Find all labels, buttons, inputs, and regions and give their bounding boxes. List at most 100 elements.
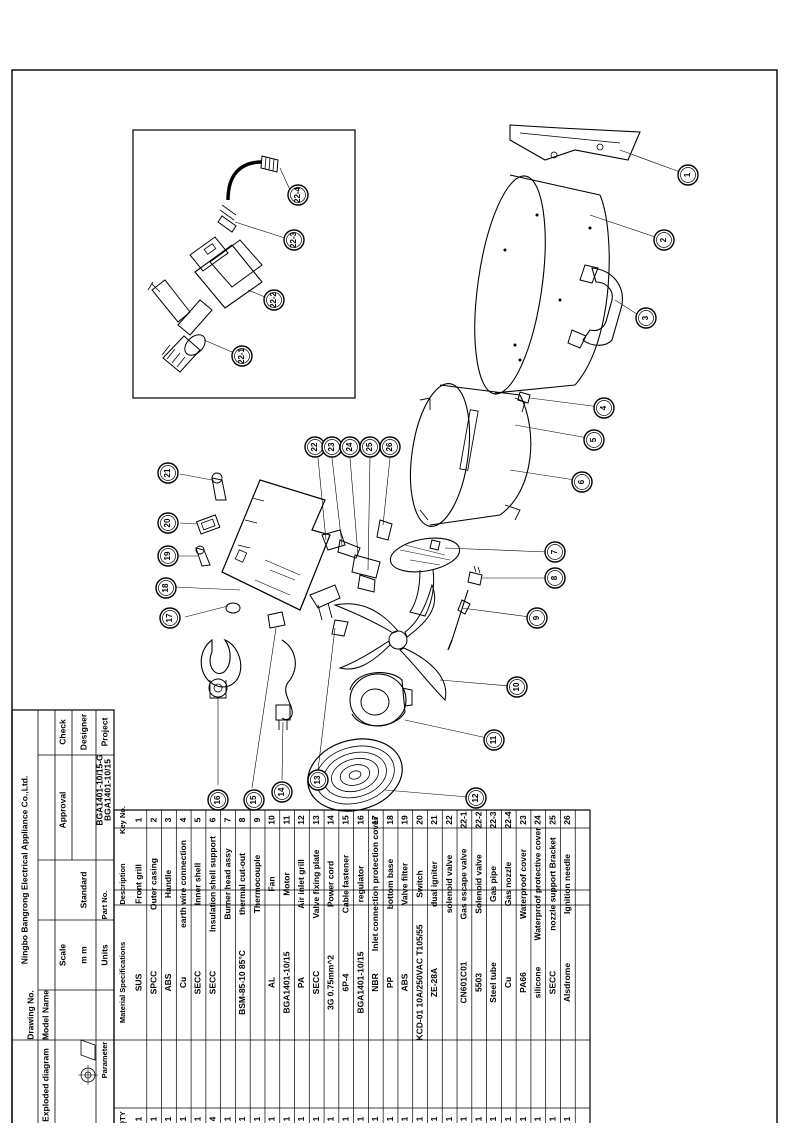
material-spec: BGA1401-10/15 [281,951,291,1013]
material-spec: SECC [547,971,557,995]
material-spec: SECC [193,971,203,995]
callout-22-4: 22-4 [287,184,309,206]
project-value: BGA1401-10/15 [102,759,112,821]
callout-4: 4 [593,397,615,419]
svg-text:13: 13 [313,775,322,784]
key-number: 22-2 [473,811,483,828]
quantity: 4 [208,1116,218,1121]
svg-text:23: 23 [327,442,336,451]
material-spec: silicone [533,966,543,998]
callout-9: 9 [526,607,548,629]
solenoid-block-drawing [189,236,263,309]
callout-17: 17 [159,607,181,629]
key-number: 26 [562,815,572,825]
callout-22-1: 22-1 [231,345,253,367]
key-number: 8 [237,817,247,822]
material-spec: AL [267,977,277,988]
regulator-drawing [200,638,242,699]
part-description: Outer casing [148,858,158,910]
material-spec: Alsdrome [562,963,572,1002]
power-cord-drawing [275,639,296,730]
key-number: 5 [193,817,203,822]
header-description: Description [118,863,127,905]
part-description: Power cord [326,861,336,907]
key-number: 22-4 [503,811,513,828]
material-spec: SUS [134,973,144,991]
part-description: Inlet connection protection cover [370,816,380,951]
gas-nozzle-drawing [260,155,279,173]
material-spec: 3G 0.75mm^2 [326,955,336,1010]
svg-text:10: 10 [512,682,521,691]
key-number: 20 [414,815,424,825]
svg-text:25: 25 [365,442,374,451]
key-number: 14 [326,815,336,825]
material-spec: BGA1401-10/15 [355,951,365,1013]
quantity: 1 [193,1116,203,1121]
svg-text:8: 8 [550,575,559,580]
svg-text:14: 14 [277,787,286,796]
projection-symbol-icon [78,1039,98,1085]
callout-19: 19 [157,545,179,567]
material-spec: ABS [400,973,410,991]
svg-text:22-2: 22-2 [269,291,278,308]
key-number: 15 [340,815,350,825]
company-name: Ningbo Bangrong Electrical Appliance Co.… [19,776,29,965]
callout-15: 15 [243,789,265,811]
quantity: 1 [163,1116,173,1121]
material-spec: SPCC [148,971,158,995]
callout-10: 10 [506,676,528,698]
quantity: 1 [459,1116,469,1121]
key-number: 24 [533,815,543,825]
material-spec: PA66 [518,972,528,993]
material-spec: NBR [370,973,380,991]
material-spec: BSM-85-10 85°C [237,950,247,1015]
key-number: 25 [547,815,557,825]
part-description: regulator [355,865,365,903]
part-description: bottom base [385,858,395,909]
key-number: 22 [444,815,454,825]
quantity: 1 [444,1116,454,1121]
callout-2: 2 [653,229,675,251]
part-description: Valve fixing plate [311,849,321,918]
standard-label: Standard [78,872,88,909]
key-number: 23 [518,815,528,825]
front-grill-drawing [509,124,641,161]
part-description: Gas escape valve [459,848,469,919]
part-description: Inner shell [193,863,203,906]
cable-fastener-drawing [331,619,349,637]
material-spec: PP [385,977,395,989]
quantity: 1 [326,1116,336,1121]
key-number: 12 [296,815,306,825]
part-description: Waterproof cover [518,848,528,919]
quantity: 1 [340,1116,350,1121]
quantity: 1 [134,1116,144,1121]
material-spec: SECC [311,971,321,995]
part-description: Handle [163,870,173,899]
part-description: Air inlet grill [296,859,306,909]
fan-drawing [333,583,447,701]
quantity: 1 [414,1116,424,1121]
quantity: 1 [562,1116,572,1121]
quantity: 1 [267,1116,277,1121]
quantity: 1 [518,1116,528,1121]
units-value: m m [78,946,88,964]
key-number: 16 [355,815,365,825]
callout-16: 16 [207,789,229,811]
model-name-label: Model Name [40,990,50,1040]
callout-6: 6 [571,471,593,493]
callout-23: 23 [321,436,343,458]
check-label: Check [57,719,67,745]
svg-text:17: 17 [165,613,174,622]
callout-1: 1 [677,164,699,186]
material-spec: 6P-4 [340,973,350,991]
header-parameter: Parameter [100,1042,109,1079]
part-description: Thermocouple [252,854,262,913]
part-description: Front grill [134,864,144,904]
part-description: thermal cut-out [237,853,247,915]
quantity: 1 [148,1116,158,1121]
part-description: Motor [281,872,291,896]
part-description: nozzle support Bracket [547,837,557,931]
quantity: 1 [429,1116,439,1121]
